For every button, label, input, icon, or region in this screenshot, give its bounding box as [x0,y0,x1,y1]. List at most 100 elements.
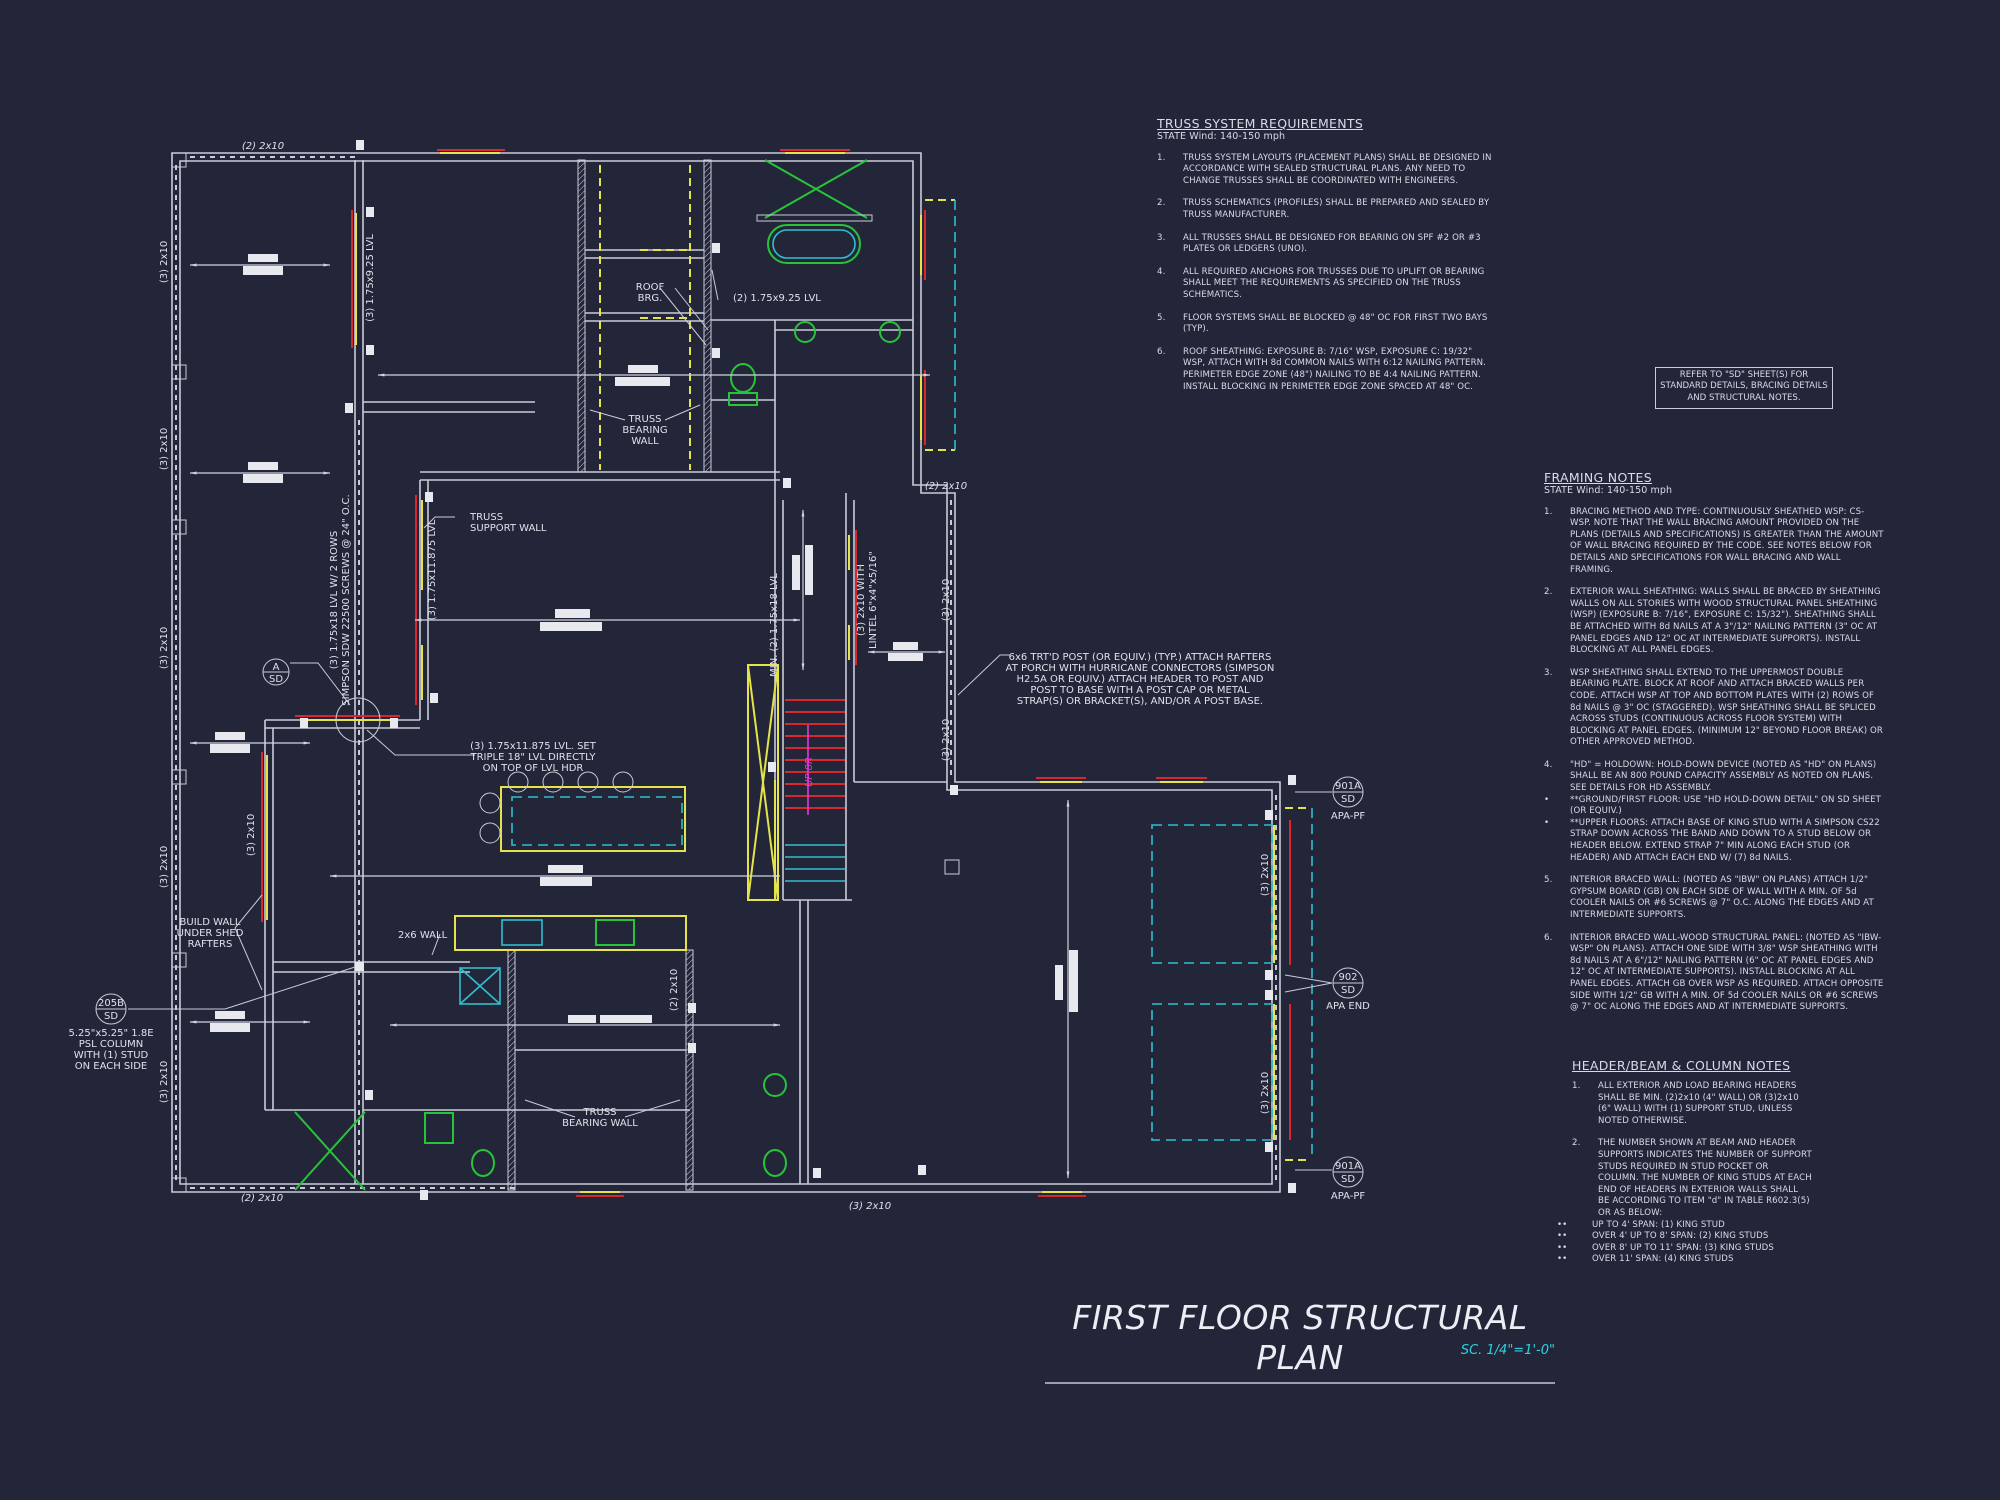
note-text: ALL EXTERIOR AND LOAD BEARING HEADERS SH… [1598,1081,1799,1126]
framing-notes-subheading: STATE Wind: 140-150 mph [1544,485,1673,496]
bullet-icon: • [1544,817,1550,828]
drawing-title: FIRST FLOOR STRUCTURAL PLAN [1045,1298,1555,1384]
wall-label: (3) 2x10 [246,814,257,856]
note-item: 4.ALL REQUIRED ANCHORS FOR TRUSSES DUE T… [1157,267,1497,302]
header-label: (3) 2x10 [849,1201,891,1212]
sink-fixture [794,321,816,343]
porch-note-line: POST TO BASE WITH A POST CAP OR METAL [1030,685,1250,696]
truss-notes-subheading: STATE Wind: 140-150 mph [1157,131,1286,142]
truss-bearing-label: TRUSS [582,1107,616,1118]
note-text: WSP SHEATHING SHALL EXTEND TO THE UPPERM… [1570,667,1883,748]
span-rule: •• UP TO 4' SPAN: (1) KING STUD [1557,1220,1812,1232]
shower-fixture [764,159,868,219]
wall-label: (3) 2x10 [941,719,952,761]
beam-label: (3) 1.75x9.25 LVL [365,234,376,322]
bathtub-fixture [767,224,861,264]
pantry-box [459,967,501,1005]
detail-bubble-205b-sd[interactable]: 205B SD [95,993,127,1025]
detail-bubble-902[interactable]: 902 SD APA END [1326,967,1370,1012]
bubble-label: SD [1341,1174,1355,1185]
header-label: (2) 2x10 [925,481,967,492]
note-number: 5. [1157,312,1166,323]
bubble-caption: APA-PF [1331,811,1365,822]
build-wall-note: BUILD WALL [180,917,241,928]
note-number: 4. [1544,759,1553,770]
note-item: 3.ALL TRUSSES SHALL BE DESIGNED FOR BEAR… [1157,233,1497,256]
fixtures [294,159,901,1191]
sink-fixture [879,321,901,343]
kitchen-island [500,786,686,852]
bubble-label: 901A [1335,1161,1361,1172]
truss-bearing-label: BEARING [622,425,667,436]
span-text: OVER 8' UP TO 11' SPAN: (3) KING STUDS [1592,1242,1774,1253]
header-beam-column-notes: HEADER/BEAM & COLUMN NOTES 1. ALL EXTERIO… [1557,1058,1812,1266]
note-number: 4. [1157,266,1166,277]
triple-lvl-note: ON TOP OF LVL HDR [483,763,584,774]
note-number: 2. [1544,587,1553,598]
garage-overhead [1151,824,1273,1141]
span-rule: ••OVER 4' UP TO 8' SPAN: (2) KING STUDS [1557,1231,1812,1243]
psl-column-note: WITH (1) STUD [74,1050,149,1061]
build-wall-note: RAFTERS [188,939,233,950]
truss-system-notes: TRUSS SYSTEM REQUIREMENTS STATE Wind: 14… [1157,116,1497,404]
note-text: EXTERIOR WALL SHEATHING: WALLS SHALL BE … [1570,587,1881,656]
porch-note-line: STRAP(S) OR BRACKET(S), AND/OR A POST BA… [1017,696,1263,707]
header-label: (2) 2x10 [241,1193,283,1204]
bullet-icon: •• [1557,1219,1568,1230]
truss-bearing-label: BEARING WALL [562,1118,638,1129]
psl-column-note: ON EACH SIDE [75,1061,148,1072]
wall-label: (3) 2x10 [159,846,170,888]
truss-support-label: SUPPORT WALL [470,523,547,534]
psl-column-note: PSL COLUMN [79,1039,143,1050]
note-number: 1. [1572,1081,1581,1091]
detail-bubble-901a-bottom[interactable]: 901A SD APA-PF [1331,1156,1365,1202]
beam-label: (3) 1.75x18 LVL W/ 2 ROWS [329,531,340,670]
toilet-fixture [730,363,756,393]
note-text: FLOOR SYSTEMS SHALL BE BLOCKED @ 48" OC … [1183,312,1488,335]
porch-note-line: AT PORCH WITH HURRICANE CONNECTORS (SIMP… [1006,663,1275,674]
refer-sd-sheet-note: REFER TO "SD" SHEET(S) FOR STANDARD DETA… [1655,367,1833,409]
stair-storage [747,664,779,901]
bubble-label: 901A [1335,781,1361,792]
triple-lvl-note: TRIPLE 18" LVL DIRECTLY [469,752,596,763]
span-rule: •• OVER 8' UP TO 11' SPAN: (3) KING STUDS [1557,1243,1812,1255]
wall-type-label: 2x6 WALL [398,930,448,941]
header-notes-heading: HEADER/BEAM & COLUMN NOTES [1572,1058,1791,1073]
leaders [128,269,1333,1171]
bubble-caption: APA END [1326,1001,1370,1012]
note-number: 2. [1157,198,1166,209]
toilet-fixture [471,1149,495,1177]
span-rule: ••OVER 11' SPAN: (4) KING STUDS [1557,1254,1812,1266]
wall-label: (3) 2x10 [1260,854,1271,896]
note-text: BRACING METHOD AND TYPE: CONTINUOUSLY SH… [1570,506,1884,575]
note-item: 2. TRUSS SCHEMATICS (PROFILES) SHALL BE P… [1157,198,1497,221]
note-number: 1. [1157,152,1166,163]
cooktop [501,919,543,946]
note-item: 4. "HD" = HOLDOWN: HOLD-DOWN DEVICE (NOTE… [1544,760,1884,795]
note-item: 5. FLOOR SYSTEMS SHALL BE BLOCKED @ 48" O… [1157,313,1497,336]
triple-lvl-note: (3) 1.75x11.875 LVL. SET [470,741,597,752]
truss-notes-heading: TRUSS SYSTEM REQUIREMENTS [1157,116,1364,131]
bubble-label: 205B [98,998,124,1009]
note-item: 3.WSP SHEATHING SHALL EXTEND TO THE UPPE… [1544,668,1884,749]
note-text: INTERIOR BRACED WALL: (NOTED AS "IBW" ON… [1570,875,1874,920]
note-item: 2.THE NUMBER SHOWN AT BEAM AND HEADER SU… [1572,1138,1812,1219]
stair-direction-label: UP 8R [804,757,815,787]
detail-bubble-901a-top[interactable]: 901A SD APA-PF [1331,776,1365,822]
note-item: 1.TRUSS SYSTEM LAYOUTS (PLACEMENT PLANS)… [1157,153,1497,188]
note-text: TRUSS SCHEMATICS (PROFILES) SHALL BE PRE… [1183,198,1490,220]
note-text: **GROUND/FIRST FLOOR: USE "HD HOLD-DOWN … [1570,794,1882,817]
detail-bubble-a-sd[interactable]: A SD [262,658,290,686]
note-bullet: •**GROUND/FIRST FLOOR: USE "HD HOLD-DOWN… [1544,795,1884,818]
lintel-label: LINTEL 6"x4"x5/16" [868,551,879,649]
bubble-label: SD [1341,985,1355,996]
wall-label: (3) 2x10 [941,579,952,621]
header-label: (2) 2x10 [242,141,284,152]
header-label: (2) 2x10 [669,969,680,1011]
bullet-icon: •• [1557,1242,1568,1253]
note-item: 5.INTERIOR BRACED WALL: (NOTED AS "IBW" … [1544,875,1884,921]
note-text: "HD" = HOLDOWN: HOLD-DOWN DEVICE (NOTED … [1570,759,1877,794]
note-item: 2. EXTERIOR WALL SHEATHING: WALLS SHALL B… [1544,587,1884,657]
headers [261,149,1313,1197]
span-text: UP TO 4' SPAN: (1) KING STUD [1592,1219,1725,1230]
